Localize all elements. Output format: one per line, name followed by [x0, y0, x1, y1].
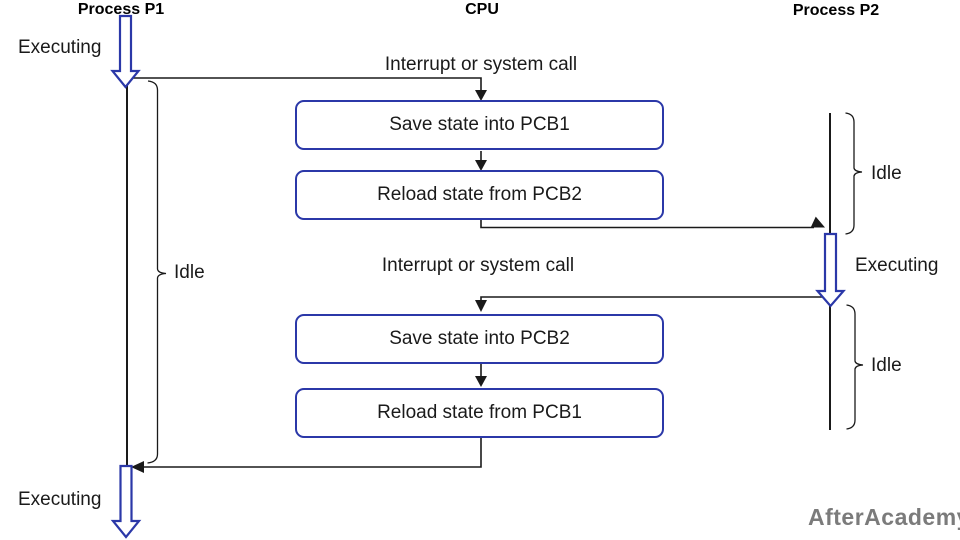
label-interrupt-first: Interrupt or system call: [384, 54, 578, 75]
step-box-save-state-pcb1: Save state into PCB1: [295, 100, 664, 150]
idle-bracket-p1: [147, 80, 167, 464]
column-header-cpu: CPU: [465, 1, 499, 18]
arrowhead-into-reload-pcb1: [475, 376, 487, 387]
flow-p1-to-cpu: [131, 77, 482, 93]
flow-cpu-to-p2: [480, 220, 814, 229]
arrowhead-into-save-pcb1: [475, 90, 487, 101]
column-header-process-p1: Process P1: [77, 1, 165, 18]
label-executing-p1-end: Executing: [18, 489, 102, 510]
arrowhead-into-save-pcb2: [475, 300, 487, 312]
flow-cpu-to-p1: [144, 438, 482, 468]
arrowhead-into-p2: [810, 216, 825, 228]
step-box-save-state-pcb2: Save state into PCB2: [295, 314, 664, 364]
label-idle-p2-first: Idle: [871, 163, 902, 184]
label-interrupt-second: Interrupt or system call: [381, 255, 575, 276]
executing-arrow-p1-end: [110, 464, 142, 539]
executing-arrow-p1-start: [110, 14, 141, 89]
label-idle-p1: Idle: [174, 262, 205, 283]
label-executing-p2: Executing: [855, 255, 939, 276]
arrowhead-into-reload-pcb2: [475, 160, 487, 171]
arrowhead-into-p1: [131, 461, 144, 473]
executing-arrow-p2: [815, 232, 846, 308]
step-box-reload-state-pcb1: Reload state from PCB1: [295, 388, 664, 438]
label-executing-p1-start: Executing: [18, 37, 102, 58]
flow-p2-to-cpu: [480, 296, 829, 301]
step-box-reload-state-pcb2: Reload state from PCB2: [295, 170, 664, 220]
column-header-process-p2: Process P2: [792, 2, 880, 19]
idle-bracket-p2-first: [845, 112, 863, 235]
idle-bracket-p2-second: [846, 304, 864, 430]
watermark-afteracademy: AfterAcademy: [808, 504, 960, 530]
label-idle-p2-second: Idle: [871, 355, 902, 376]
